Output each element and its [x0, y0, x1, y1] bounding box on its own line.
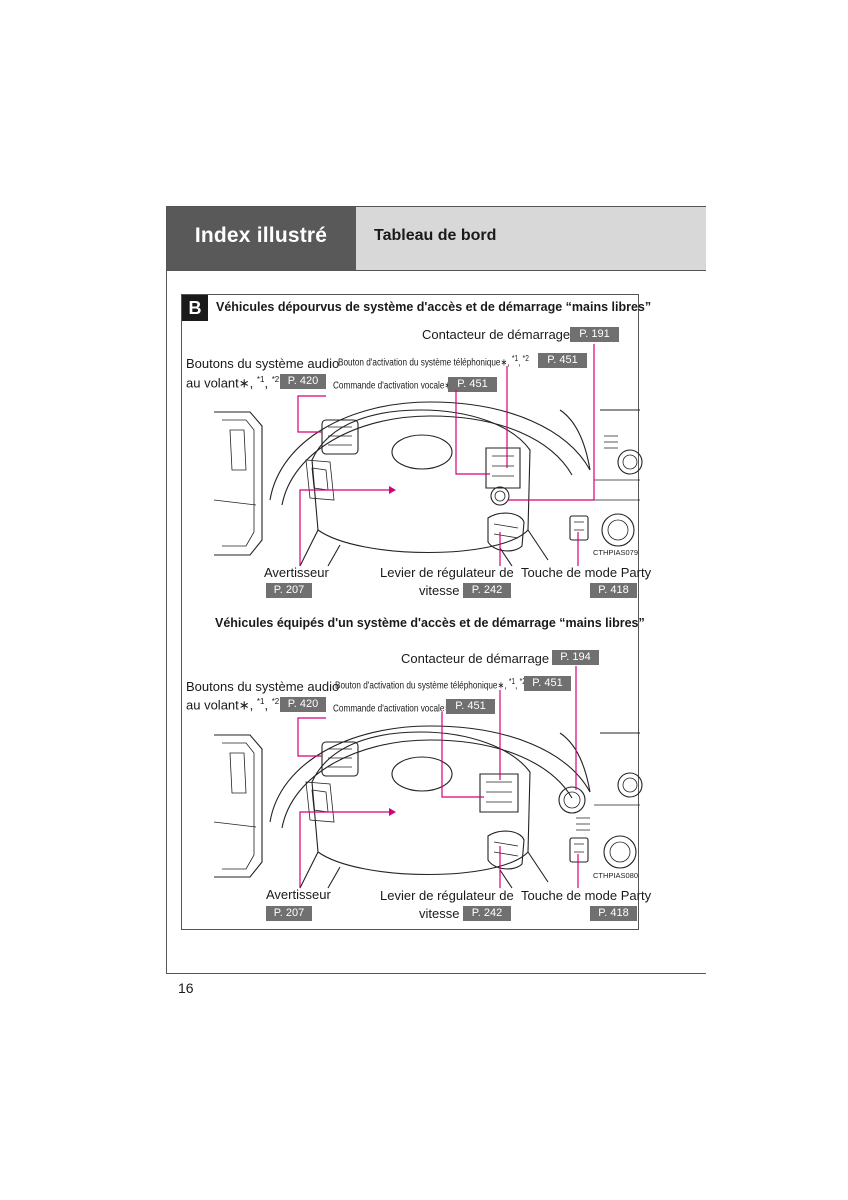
- d1-cruise-ref[interactable]: P. 242: [463, 583, 511, 598]
- d1-horn-label: Avertisseur: [264, 565, 329, 580]
- d2-party-label: Touche de mode Party: [521, 888, 652, 903]
- header-rule-top: [166, 206, 706, 207]
- section-tab: Index illustré: [166, 206, 356, 270]
- d2-phone-switch-ref[interactable]: P. 451: [524, 676, 571, 691]
- d2-start-switch-label: Contacteur de démarrage: [401, 651, 550, 666]
- diagram2-title: Véhicules équipés d'un système d'accès e…: [215, 616, 645, 630]
- d1-start-switch-label: Contacteur de démarrage: [422, 327, 571, 342]
- d2-cruise-label-line2: vitesse: [419, 906, 460, 921]
- d2-horn-ref[interactable]: P. 207: [266, 906, 312, 921]
- d1-phone-switch-ref[interactable]: P. 451: [538, 353, 587, 368]
- d1-audio-ref[interactable]: P. 420: [280, 374, 326, 389]
- d2-line-art: [213, 725, 643, 889]
- header-rule-bottom: [166, 270, 706, 271]
- d2-cruise-label-line1: Levier de régulateur de: [380, 888, 514, 903]
- d2-horn-label: Avertisseur: [266, 887, 331, 902]
- panel-badge: B: [182, 295, 208, 321]
- d2-cruise-ref[interactable]: P. 242: [463, 906, 511, 921]
- d1-horn-ref[interactable]: P. 207: [266, 583, 312, 598]
- d2-audio-ref[interactable]: P. 420: [280, 697, 326, 712]
- d1-cruise-label-line2: vitesse: [419, 583, 460, 598]
- d1-audio-label-line2: au volant∗, *1, *2: [186, 375, 280, 391]
- diagram1-title: Véhicules dépourvus de système d'accès e…: [216, 300, 652, 314]
- d1-figure-code: CTHPIAS079: [593, 548, 639, 557]
- d2-audio-label-line1: Boutons du système audio: [186, 679, 340, 694]
- d1-start-switch-ref[interactable]: P. 191: [570, 327, 619, 342]
- d2-voice-switch-ref[interactable]: P. 451: [446, 699, 495, 714]
- d2-horn-arrow-icon: [389, 808, 396, 816]
- page-number: 16: [178, 980, 194, 996]
- d1-horn-arrow-icon: [389, 486, 396, 494]
- section-title: Index illustré: [194, 224, 328, 247]
- d2-party-ref[interactable]: P. 418: [590, 906, 637, 921]
- diagram-panel: [181, 294, 639, 930]
- footer-rule: [166, 973, 706, 974]
- topic-header: Tableau de bord: [356, 206, 706, 270]
- d1-party-label: Touche de mode Party: [521, 565, 652, 580]
- d1-cruise-label-line1: Levier de régulateur de: [380, 565, 514, 580]
- d2-callout-lines: [297, 666, 579, 888]
- d2-figure-code: CTHPIAS080: [593, 871, 639, 880]
- topic-title: Tableau de bord: [374, 227, 497, 244]
- d2-start-switch-ref[interactable]: P. 194: [552, 650, 599, 665]
- d1-audio-label-line1: Boutons du système audio: [186, 356, 340, 371]
- d1-line-art: [213, 401, 643, 567]
- left-margin-rule: [166, 206, 167, 974]
- d1-phone-switch-label: Bouton d'activation du système téléphoni…: [338, 354, 529, 369]
- d2-phone-switch-label: Bouton d'activation du système téléphoni…: [335, 677, 526, 692]
- d1-party-ref[interactable]: P. 418: [590, 583, 637, 598]
- d2-audio-label-line2: au volant∗, *1, *2: [186, 697, 280, 713]
- d1-callout-lines: [297, 344, 595, 566]
- d1-voice-switch-ref[interactable]: P. 451: [448, 377, 497, 392]
